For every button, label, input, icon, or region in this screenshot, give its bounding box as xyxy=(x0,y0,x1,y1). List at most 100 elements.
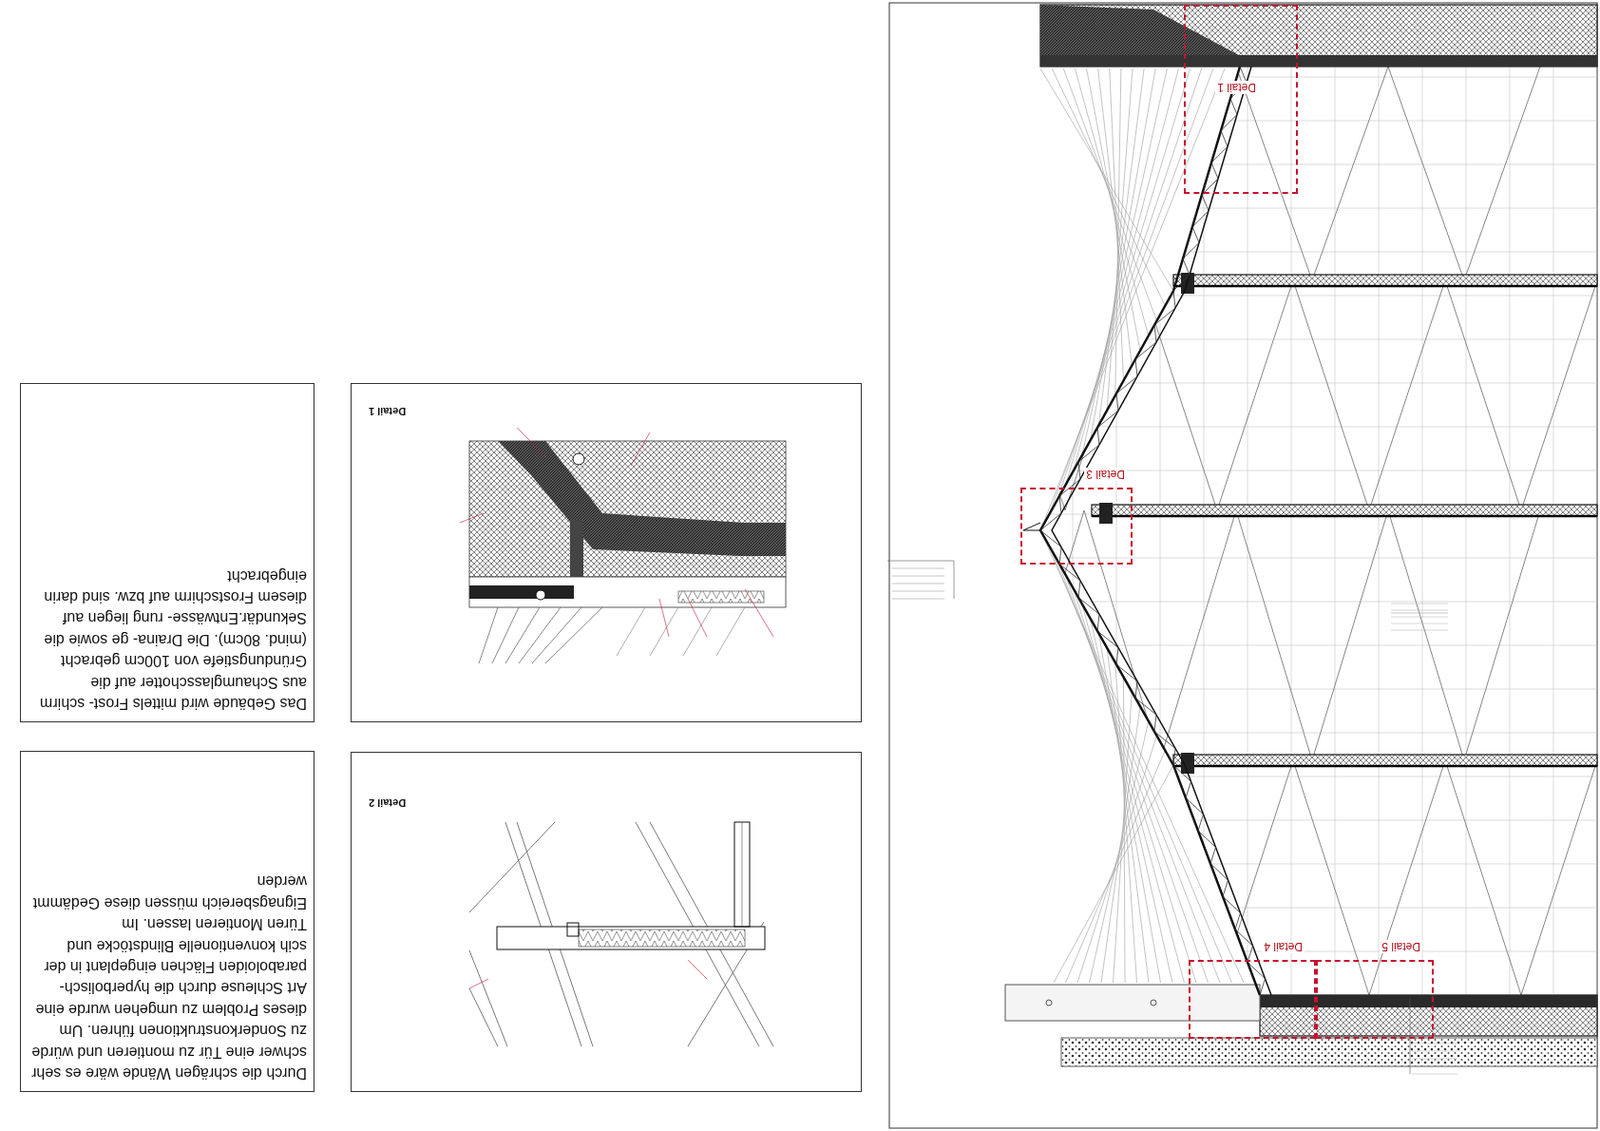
ruled-line xyxy=(1082,603,1185,983)
diagonal-brace xyxy=(1445,760,1598,995)
table-rule xyxy=(1411,1043,1458,1045)
tile-line xyxy=(1334,66,1336,995)
tile-line xyxy=(1029,863,1598,865)
tile-line xyxy=(1203,66,1205,995)
ruled-line xyxy=(1065,68,1190,486)
gravel-mass xyxy=(469,440,786,577)
table-rule xyxy=(1390,629,1448,631)
door-frame xyxy=(734,821,750,927)
ruled-line xyxy=(1106,68,1133,411)
tile-line xyxy=(1422,66,1424,995)
diagonal-brace xyxy=(1388,66,1541,281)
leader-line xyxy=(1390,612,1448,614)
roof-slab xyxy=(1040,4,1598,67)
ruled-surface xyxy=(1040,68,1244,983)
table-rule xyxy=(892,568,945,570)
diagonal-brace xyxy=(1293,280,1446,511)
detail-marker: Detail 1 xyxy=(1183,4,1298,194)
tile-line xyxy=(1029,688,1598,690)
insulation xyxy=(578,929,745,947)
footing xyxy=(570,519,584,577)
frost-shield xyxy=(497,440,786,556)
detail-label: Detail 2 xyxy=(368,796,406,809)
sheet-frame xyxy=(889,2,1598,1128)
ruled-line xyxy=(1066,750,1166,983)
leader-line xyxy=(687,598,707,637)
truss-web xyxy=(1040,66,1266,995)
ruled-line xyxy=(1040,68,1174,291)
tile-line xyxy=(1029,907,1598,909)
diagonal-brace xyxy=(1236,510,1389,761)
insulation-block xyxy=(469,585,574,599)
sill-profile xyxy=(567,922,579,936)
ruled-line xyxy=(1073,68,1180,471)
table-rule xyxy=(1390,603,1448,605)
table-rule xyxy=(1390,616,1448,618)
foam-glass-gravel xyxy=(1061,1037,1598,1067)
diagonal-brace xyxy=(932,66,1085,281)
tile-line xyxy=(1029,732,1598,734)
leader-line xyxy=(887,560,954,562)
drain-symbol xyxy=(1046,999,1052,1006)
leader-line xyxy=(469,978,489,989)
table-rule xyxy=(892,583,945,585)
tile-line xyxy=(1029,776,1598,778)
tile-line xyxy=(1029,426,1598,428)
ruled-line xyxy=(1065,573,1208,983)
table-rule xyxy=(892,575,945,577)
detail-panel: Detail 2 xyxy=(350,751,862,1092)
tile-line xyxy=(1247,66,1249,995)
note-text: Das Gebäude wird mittels Frost- schirm a… xyxy=(28,564,307,714)
wall-line xyxy=(469,988,498,1047)
ridge-cap xyxy=(1023,522,1041,531)
tile-line xyxy=(1029,339,1598,341)
building-section xyxy=(887,2,1598,1128)
tile-line xyxy=(1072,66,1074,995)
leader-line xyxy=(744,589,774,637)
tile-line xyxy=(1029,819,1598,821)
ruled-line xyxy=(1051,68,1165,306)
slab-edge xyxy=(1099,502,1113,524)
slab-layer xyxy=(469,576,786,608)
table-rule xyxy=(1411,1058,1458,1060)
diagonal-brace xyxy=(1388,510,1541,761)
tile-line xyxy=(1597,66,1599,995)
drain-symbol xyxy=(1150,999,1157,1006)
detail-label: Detail 3 xyxy=(1084,467,1127,481)
tile-line xyxy=(1509,66,1511,995)
drain-pipe xyxy=(572,453,585,465)
floor-finish xyxy=(1173,285,1598,288)
strut-line xyxy=(716,607,745,656)
drainage-layer xyxy=(678,590,764,603)
ruled-line xyxy=(1090,618,1174,983)
interior-tiles xyxy=(932,66,1598,995)
anchor-circle xyxy=(535,590,546,600)
table-rule xyxy=(1411,1073,1458,1075)
note-box: Durch die schrägen Wände wäre es sehr sc… xyxy=(19,750,315,1092)
terrace-slab xyxy=(1005,984,1260,1021)
tile-line xyxy=(1029,164,1598,166)
ruled-line xyxy=(1074,68,1148,336)
roof-layer xyxy=(1040,55,1598,67)
detail-marker: Detail 3 xyxy=(1020,487,1133,565)
strut-line xyxy=(683,607,712,656)
strut-line xyxy=(478,607,498,664)
wall-line xyxy=(469,950,508,1047)
ground-slab xyxy=(1259,994,1598,1036)
tile-line xyxy=(1029,76,1598,78)
ruled-line xyxy=(1082,68,1168,456)
tile-line xyxy=(1116,66,1118,995)
ruled-line xyxy=(1048,68,1214,515)
ruled-line xyxy=(1053,764,1174,983)
detail-2-drawing xyxy=(469,821,774,1047)
floor-finish xyxy=(1091,514,1598,518)
floor-finish xyxy=(1173,764,1598,768)
strut-line xyxy=(518,607,561,664)
tile-line xyxy=(1553,66,1555,995)
door-leaf xyxy=(742,821,743,927)
ruled-line xyxy=(1086,68,1142,351)
detail-marker: Detail 5 xyxy=(1315,959,1434,1039)
diagonal-brace xyxy=(989,760,1142,995)
ruled-line xyxy=(1077,735,1158,983)
